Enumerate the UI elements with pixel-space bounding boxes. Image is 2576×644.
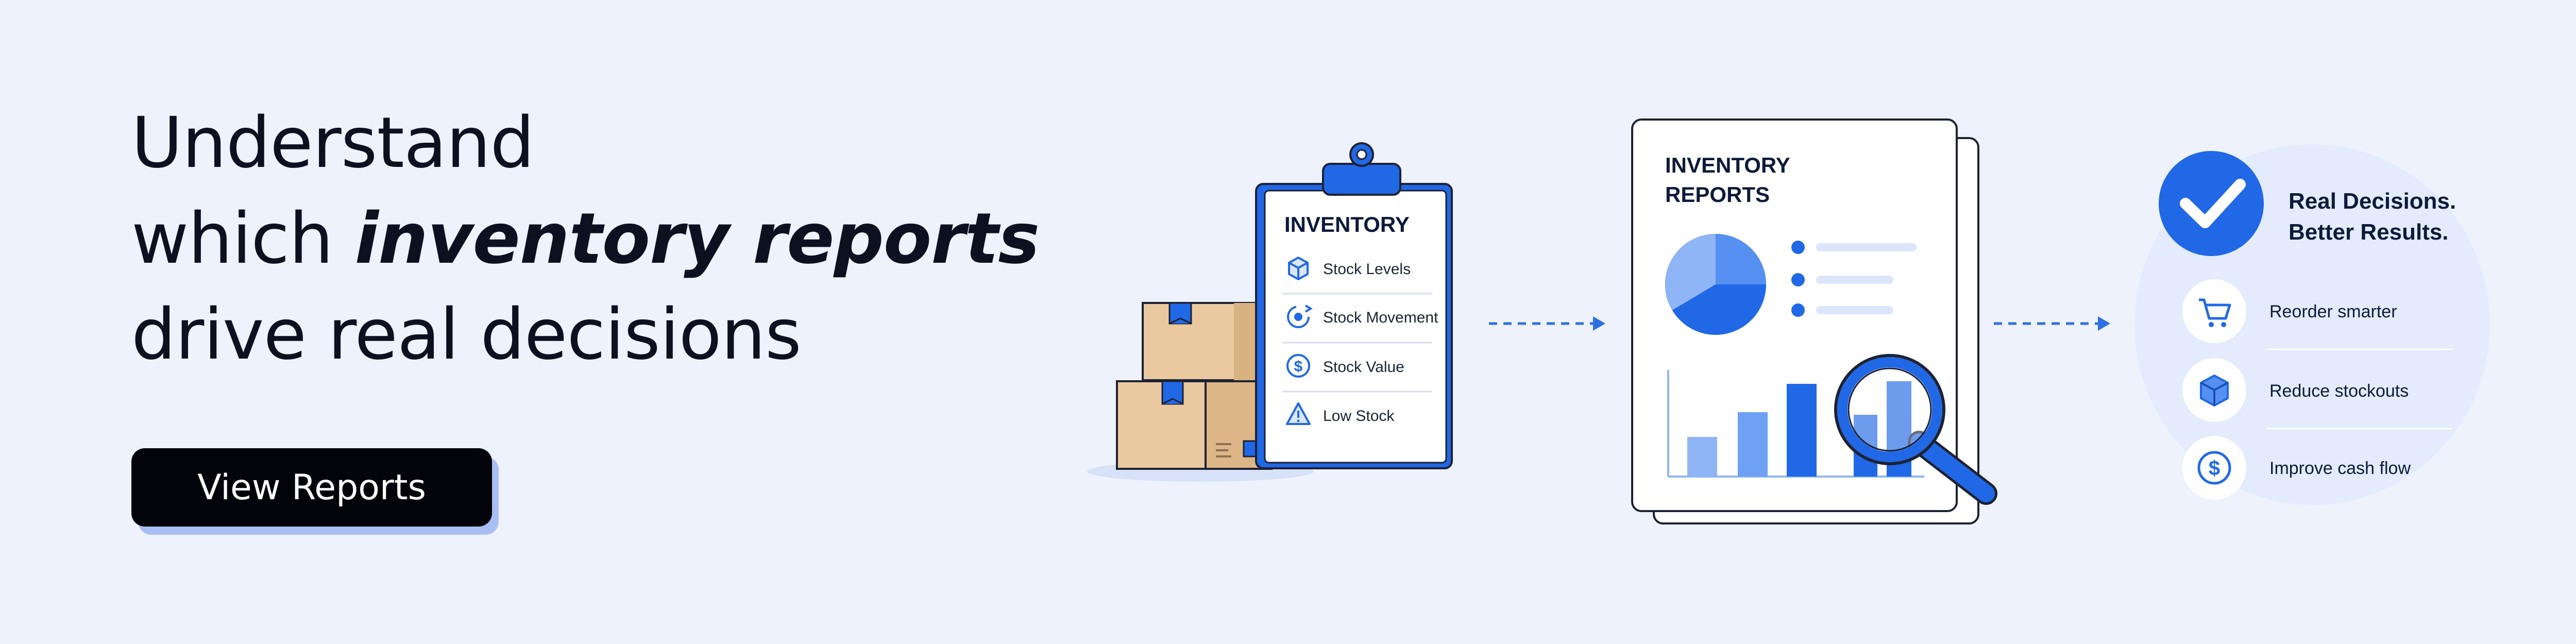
- headline-line-2: which inventory reports: [131, 191, 1040, 287]
- cart-icon: [2199, 298, 2231, 327]
- benefit-item-label: Reduce stockouts: [2269, 381, 2409, 401]
- view-reports-button[interactable]: View Reports: [131, 448, 492, 527]
- report-title-line-2: REPORTS: [1665, 182, 1770, 207]
- report-title-line-1: INVENTORY: [1665, 153, 1790, 177]
- benefit-item-cash-flow: $ Improve cash flow: [2182, 436, 2411, 500]
- clipboard-item-label: Stock Value: [1323, 359, 1404, 376]
- benefits-title-line-1: Real Decisions.: [2289, 189, 2456, 214]
- benefit-item-stockouts: Reduce stockouts: [2182, 358, 2452, 430]
- magnifier-icon: [1834, 354, 1997, 505]
- clipboard-item-label: Low Stock: [1323, 408, 1395, 425]
- arrow-1: [1489, 316, 1605, 331]
- benefits-title-line-2: Better Results.: [2289, 219, 2449, 245]
- clipboard-row-stock-levels: Stock Levels: [1283, 257, 1432, 295]
- benefits-panel: Real Decisions. Better Results. Reorder …: [2134, 144, 2490, 505]
- svg-text:$: $: [1294, 358, 1303, 375]
- headline-line-2-prefix: which: [131, 198, 355, 280]
- bar-chart-icon: [1667, 370, 1924, 478]
- clipboard-item-label: Stock Movement: [1323, 309, 1438, 326]
- check-circle-icon: [2159, 151, 2264, 256]
- clipboard: INVENTORY Stock Levels Stock Movement: [1255, 142, 1453, 469]
- cube-icon: [1288, 257, 1309, 280]
- movement-icon: [1287, 304, 1313, 328]
- report-document: INVENTORY REPORTS: [1631, 118, 1997, 524]
- clipboard-row-stock-movement: Stock Movement: [1283, 304, 1438, 344]
- cardboard-box-bottom: [1116, 380, 1273, 470]
- clipboard-row-low-stock: Low Stock: [1286, 402, 1395, 425]
- benefit-item-label: Improve cash flow: [2269, 459, 2411, 478]
- warning-icon: [1286, 402, 1311, 425]
- dollar-icon: $: [2197, 451, 2231, 485]
- box-icon: [2200, 375, 2229, 406]
- benefit-item-reorder: Reorder smarter: [2182, 279, 2452, 350]
- cardboard-box-top: [1142, 302, 1262, 381]
- benefit-item-label: Reorder smarter: [2269, 302, 2397, 321]
- dollar-icon: $: [1286, 354, 1310, 378]
- legend-lines: [1791, 241, 1917, 317]
- pie-chart-icon: [1665, 234, 1766, 335]
- headline-emphasis: inventory reports: [354, 198, 1040, 280]
- headline-line-3: drive real decisions: [131, 294, 802, 376]
- svg-text:$: $: [2209, 457, 2220, 480]
- headline: Understand which inventory reports drive…: [131, 95, 1040, 383]
- arrow-2: [1994, 316, 2110, 331]
- headline-line-1: Understand: [131, 103, 535, 184]
- clipboard-item-label: Stock Levels: [1323, 261, 1411, 278]
- inventory-illustration: INVENTORY Stock Levels Stock Movement: [1087, 142, 1453, 482]
- clipboard-row-stock-value: $ Stock Value: [1283, 354, 1432, 393]
- clipboard-title: INVENTORY: [1284, 212, 1410, 236]
